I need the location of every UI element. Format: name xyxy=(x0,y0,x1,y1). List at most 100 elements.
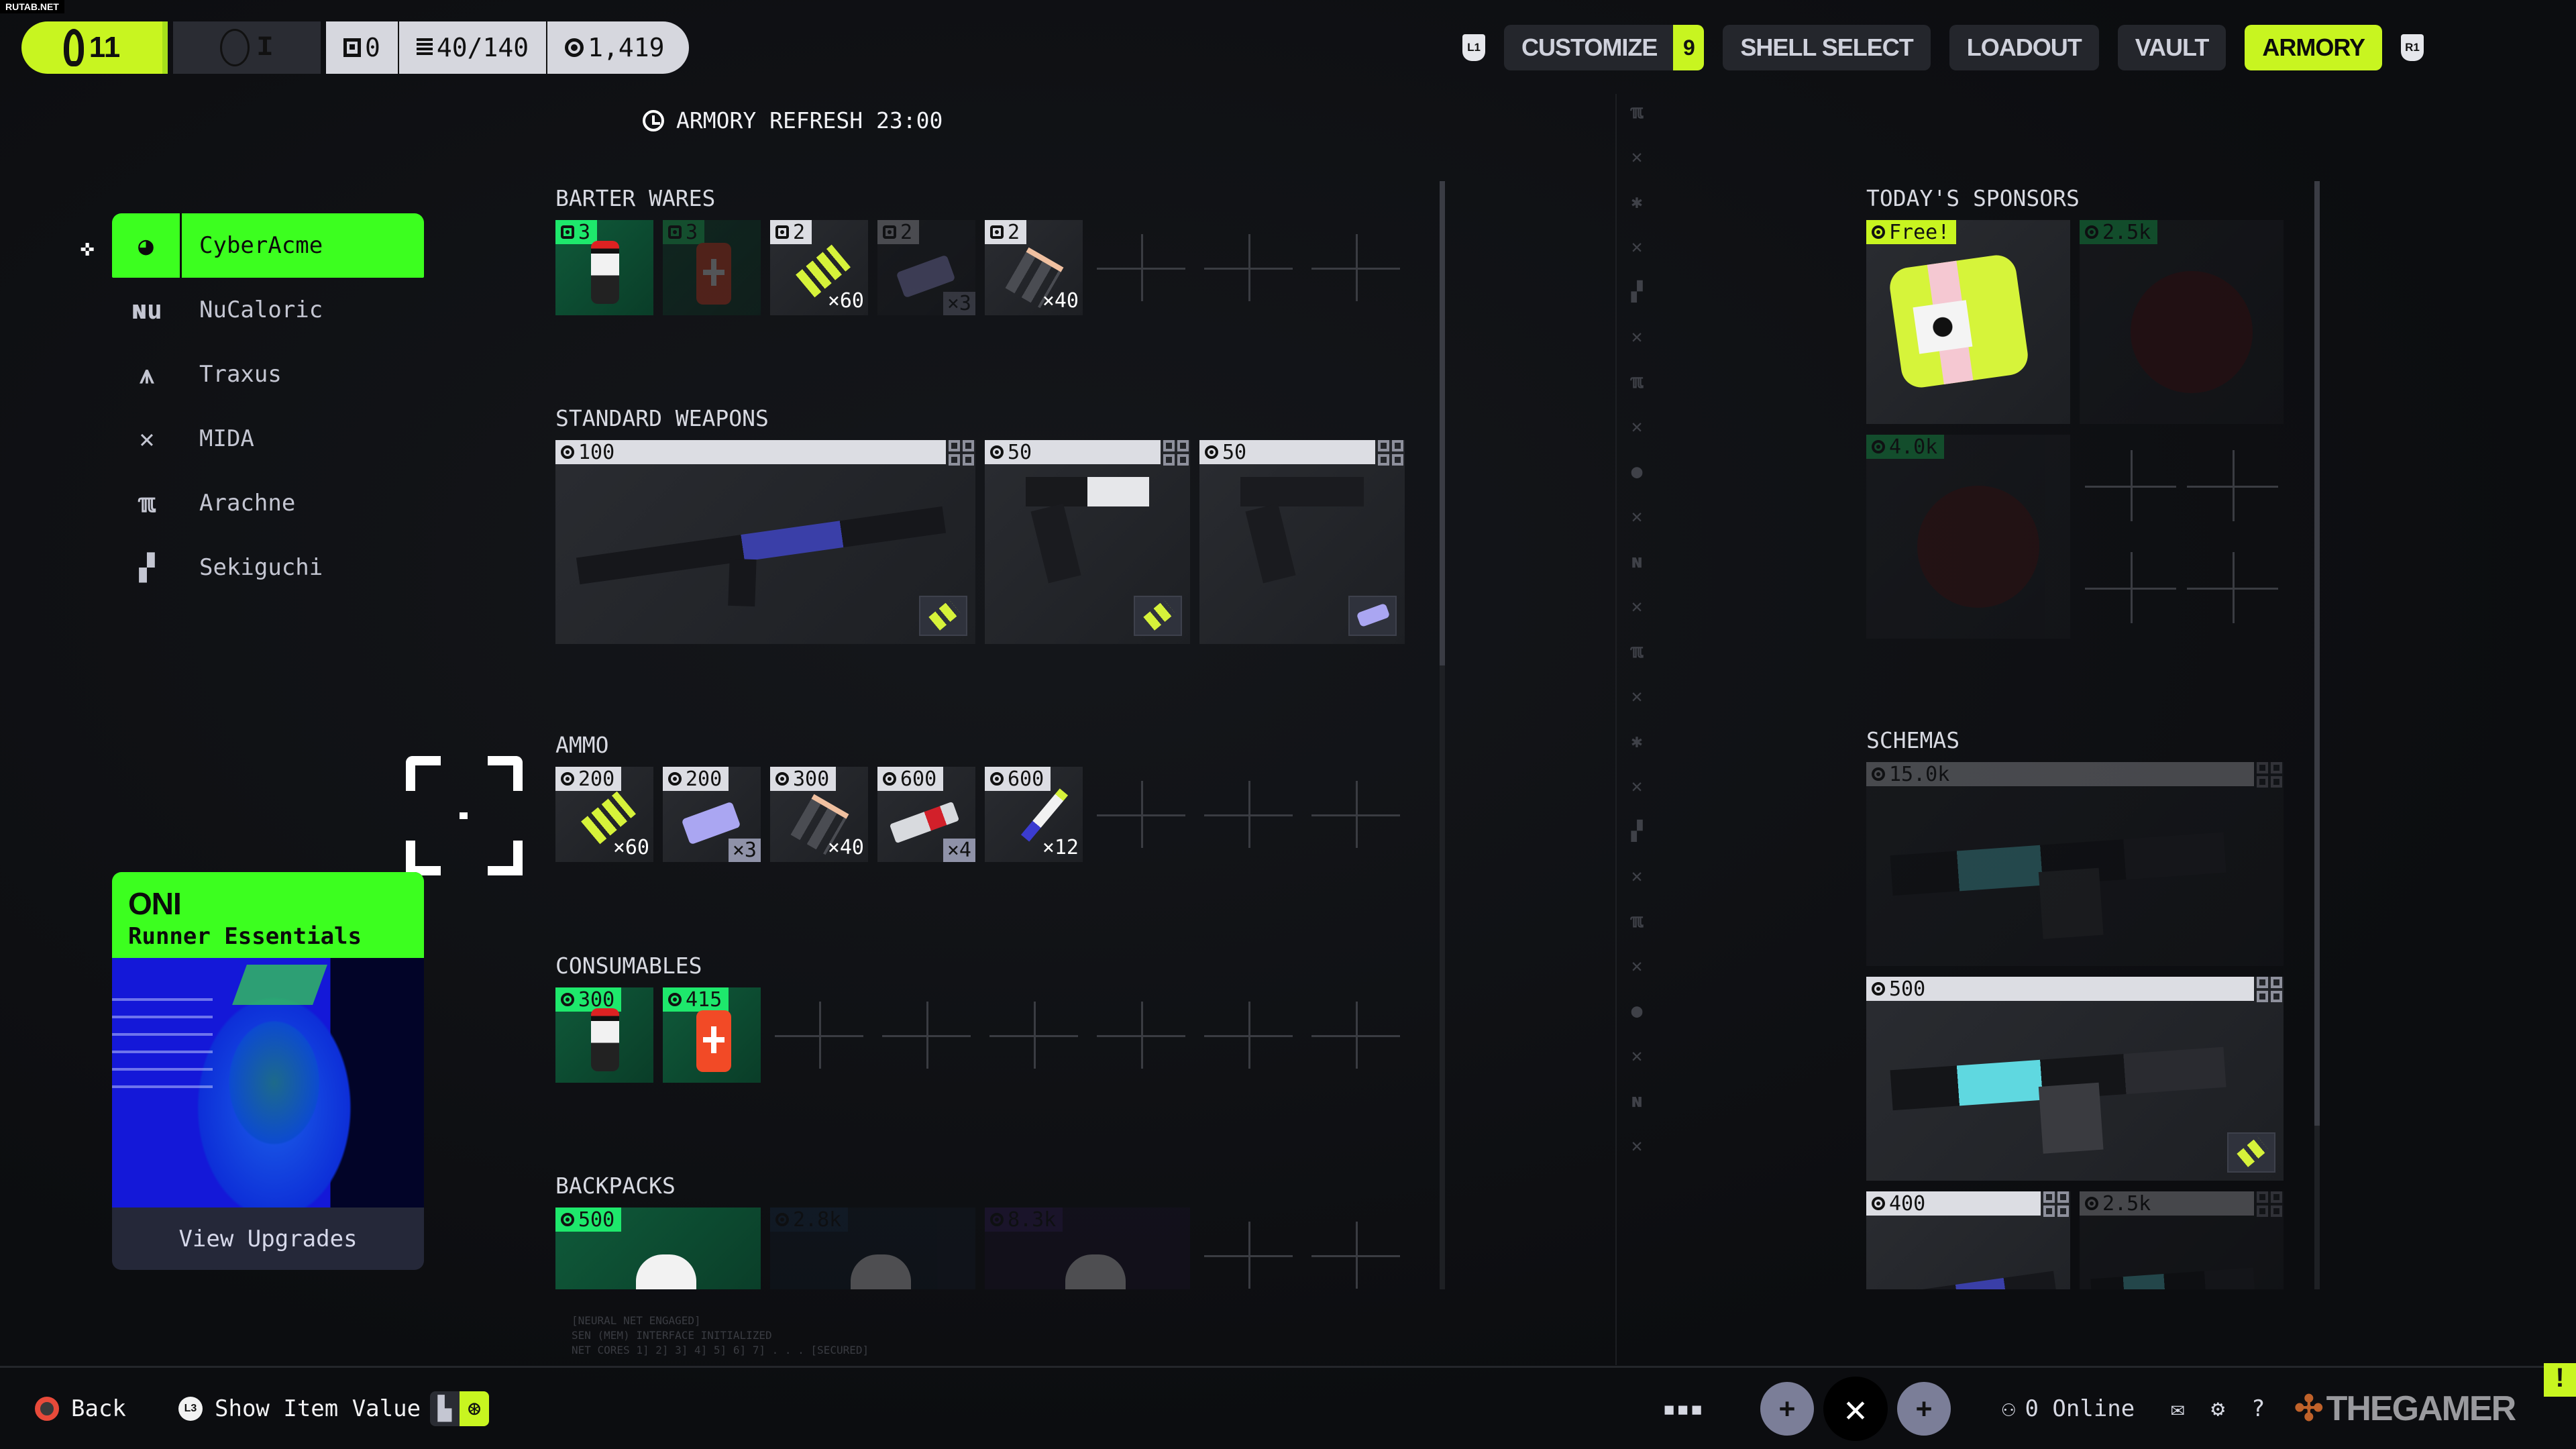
scrollbar-thumb[interactable] xyxy=(1440,181,1445,665)
credits-mode-icon[interactable]: ⊛ xyxy=(460,1391,490,1426)
item-tile[interactable]: 300×40 xyxy=(770,767,868,862)
dpad-icon: ✜ xyxy=(80,235,95,262)
item-tile[interactable]: 415 xyxy=(663,987,761,1083)
r1-button-icon[interactable]: R1 xyxy=(2401,34,2424,61)
alert-badge[interactable]: ! xyxy=(2544,1363,2576,1397)
traxus-logo-icon: ⩚ xyxy=(140,359,154,389)
item-tile[interactable]: 2×40 xyxy=(985,220,1083,315)
slot-size-icon xyxy=(1378,440,1403,466)
item-tile[interactable]: 2.5k xyxy=(2080,220,2284,424)
tab-vault[interactable]: VAULT xyxy=(2117,25,2226,70)
right-scrollbar[interactable] xyxy=(2314,181,2320,1289)
price-tag: 600 xyxy=(877,767,944,791)
sidebar-item-label: MIDA xyxy=(199,425,254,452)
tab-label: LOADOUT xyxy=(1966,34,2082,61)
rank-badge[interactable]: I xyxy=(173,21,321,74)
help-icon[interactable]: ? xyxy=(2251,1395,2265,1422)
value-mode-toggle[interactable]: ▙⊛ xyxy=(430,1391,490,1426)
item-tile[interactable]: 600×12 xyxy=(985,767,1083,862)
price-value: 3 xyxy=(578,220,591,244)
l1-button-icon[interactable]: L1 xyxy=(1462,34,1485,61)
item-tile[interactable]: 500 xyxy=(1866,977,2284,1181)
item-tile[interactable]: 2.5k xyxy=(2080,1191,2284,1289)
item-tile[interactable]: 300 xyxy=(555,987,653,1083)
scrollbar-thumb[interactable] xyxy=(2314,181,2320,1126)
logo-text: THEGAMER xyxy=(2326,1389,2517,1428)
chat-icon[interactable]: ▪▪▪ xyxy=(1662,1395,1704,1422)
chat-icon: ● xyxy=(1631,1000,1643,1022)
center-scrollbar[interactable] xyxy=(1440,181,1445,1289)
level-badge[interactable]: 11 xyxy=(21,21,168,74)
credits-icon xyxy=(2085,1197,2098,1210)
helmet-image xyxy=(2131,271,2253,394)
nucaloric-icon: ɴ xyxy=(1631,550,1643,572)
view-upgrades-button[interactable]: View Upgrades xyxy=(112,1208,424,1270)
sidebar-item-sekiguchi[interactable]: ▞Sekiguchi xyxy=(112,535,424,600)
empty-slot xyxy=(2080,435,2182,537)
item-tile[interactable]: 2.8k xyxy=(770,1208,975,1289)
settings-icon[interactable]: ⚙ xyxy=(2211,1395,2225,1422)
item-tile[interactable]: 3 xyxy=(555,220,653,315)
item-tile[interactable]: 400 xyxy=(1866,1191,2070,1289)
item-tile[interactable]: 100 xyxy=(555,440,975,644)
price-tag: 200 xyxy=(555,767,622,791)
item-tile[interactable]: 200×60 xyxy=(555,767,653,862)
tab-label: ARMORY xyxy=(2262,34,2365,61)
item-tile[interactable]: 50 xyxy=(985,440,1190,644)
tab-loadout[interactable]: LOADOUT xyxy=(1949,25,2099,70)
show-item-value-toggle[interactable]: L3 Show Item Value ▙⊛ xyxy=(178,1368,490,1449)
item-tile[interactable]: 2×60 xyxy=(770,220,868,315)
invite-plus-icon[interactable]: + xyxy=(1760,1382,1814,1436)
mail-icon[interactable]: ✉ xyxy=(2171,1395,2185,1422)
empty-slot xyxy=(770,987,868,1083)
barter-token-icon xyxy=(561,225,574,239)
item-tile[interactable]: 3 xyxy=(663,220,761,315)
tab-label: SHELL SELECT xyxy=(1740,34,1913,61)
tab-armory[interactable]: ARMORY xyxy=(2245,25,2383,70)
tab-shell-select[interactable]: SHELL SELECT xyxy=(1723,25,1931,70)
arachne-icon: ℼ xyxy=(1630,640,1644,662)
item-tile[interactable]: 50 xyxy=(1199,440,1405,644)
price-tag: 8.3k xyxy=(985,1208,1063,1232)
item-tile[interactable]: 200×3 xyxy=(663,767,761,862)
close-icon: ✕ xyxy=(1631,595,1643,617)
online-friends[interactable]: ⚇0 Online xyxy=(2002,1368,2135,1449)
price-value: 600 xyxy=(1008,767,1044,791)
medkit-image xyxy=(696,1010,731,1073)
focus-reticle-icon xyxy=(406,756,523,875)
sidebar-item-cyberacme[interactable]: ◕CyberAcme xyxy=(112,213,424,278)
item-tile[interactable]: 4.0k xyxy=(1866,435,2070,639)
sidebar-item-traxus[interactable]: ⩚Traxus xyxy=(112,342,424,407)
price-value: 300 xyxy=(578,987,615,1012)
price-value: 2.5k xyxy=(2102,220,2151,244)
rifle-image xyxy=(576,506,947,584)
sekiguchi-icon: ▞ xyxy=(1631,280,1643,303)
item-tile[interactable]: Free! xyxy=(1866,220,2070,424)
oni-promo-card[interactable]: ONI Runner Essentials View Upgrades xyxy=(112,872,424,1270)
price-tag: 2 xyxy=(877,220,920,244)
empty-slot xyxy=(2080,537,2182,639)
credits-icon xyxy=(1205,445,1218,459)
player-avatar[interactable]: ✕ xyxy=(1823,1377,1888,1441)
item-tile[interactable]: 8.3k xyxy=(985,1208,1190,1289)
item-tile[interactable]: 2×3 xyxy=(877,220,975,315)
section-grid-consumables: 300 415 xyxy=(555,987,1405,1083)
runner-level-icon xyxy=(63,29,84,66)
item-tile[interactable]: 15.0k xyxy=(1866,762,2284,966)
level-value: 11 xyxy=(89,31,121,64)
item-tile[interactable]: 500 xyxy=(555,1208,761,1289)
credits-icon xyxy=(561,993,574,1006)
item-tile[interactable]: 600×4 xyxy=(877,767,975,862)
back-button[interactable]: Back xyxy=(35,1368,126,1449)
barter-mode-icon[interactable]: ▙ xyxy=(430,1391,460,1426)
invite-plus-icon[interactable]: + xyxy=(1897,1382,1951,1436)
refresh-text: ARMORY REFRESH 23:00 xyxy=(676,107,943,133)
show-item-value-label: Show Item Value xyxy=(215,1395,421,1422)
sidebar-item-mida[interactable]: ✕MIDA xyxy=(112,407,424,471)
bullets-ammo-icon xyxy=(2237,1136,2269,1167)
